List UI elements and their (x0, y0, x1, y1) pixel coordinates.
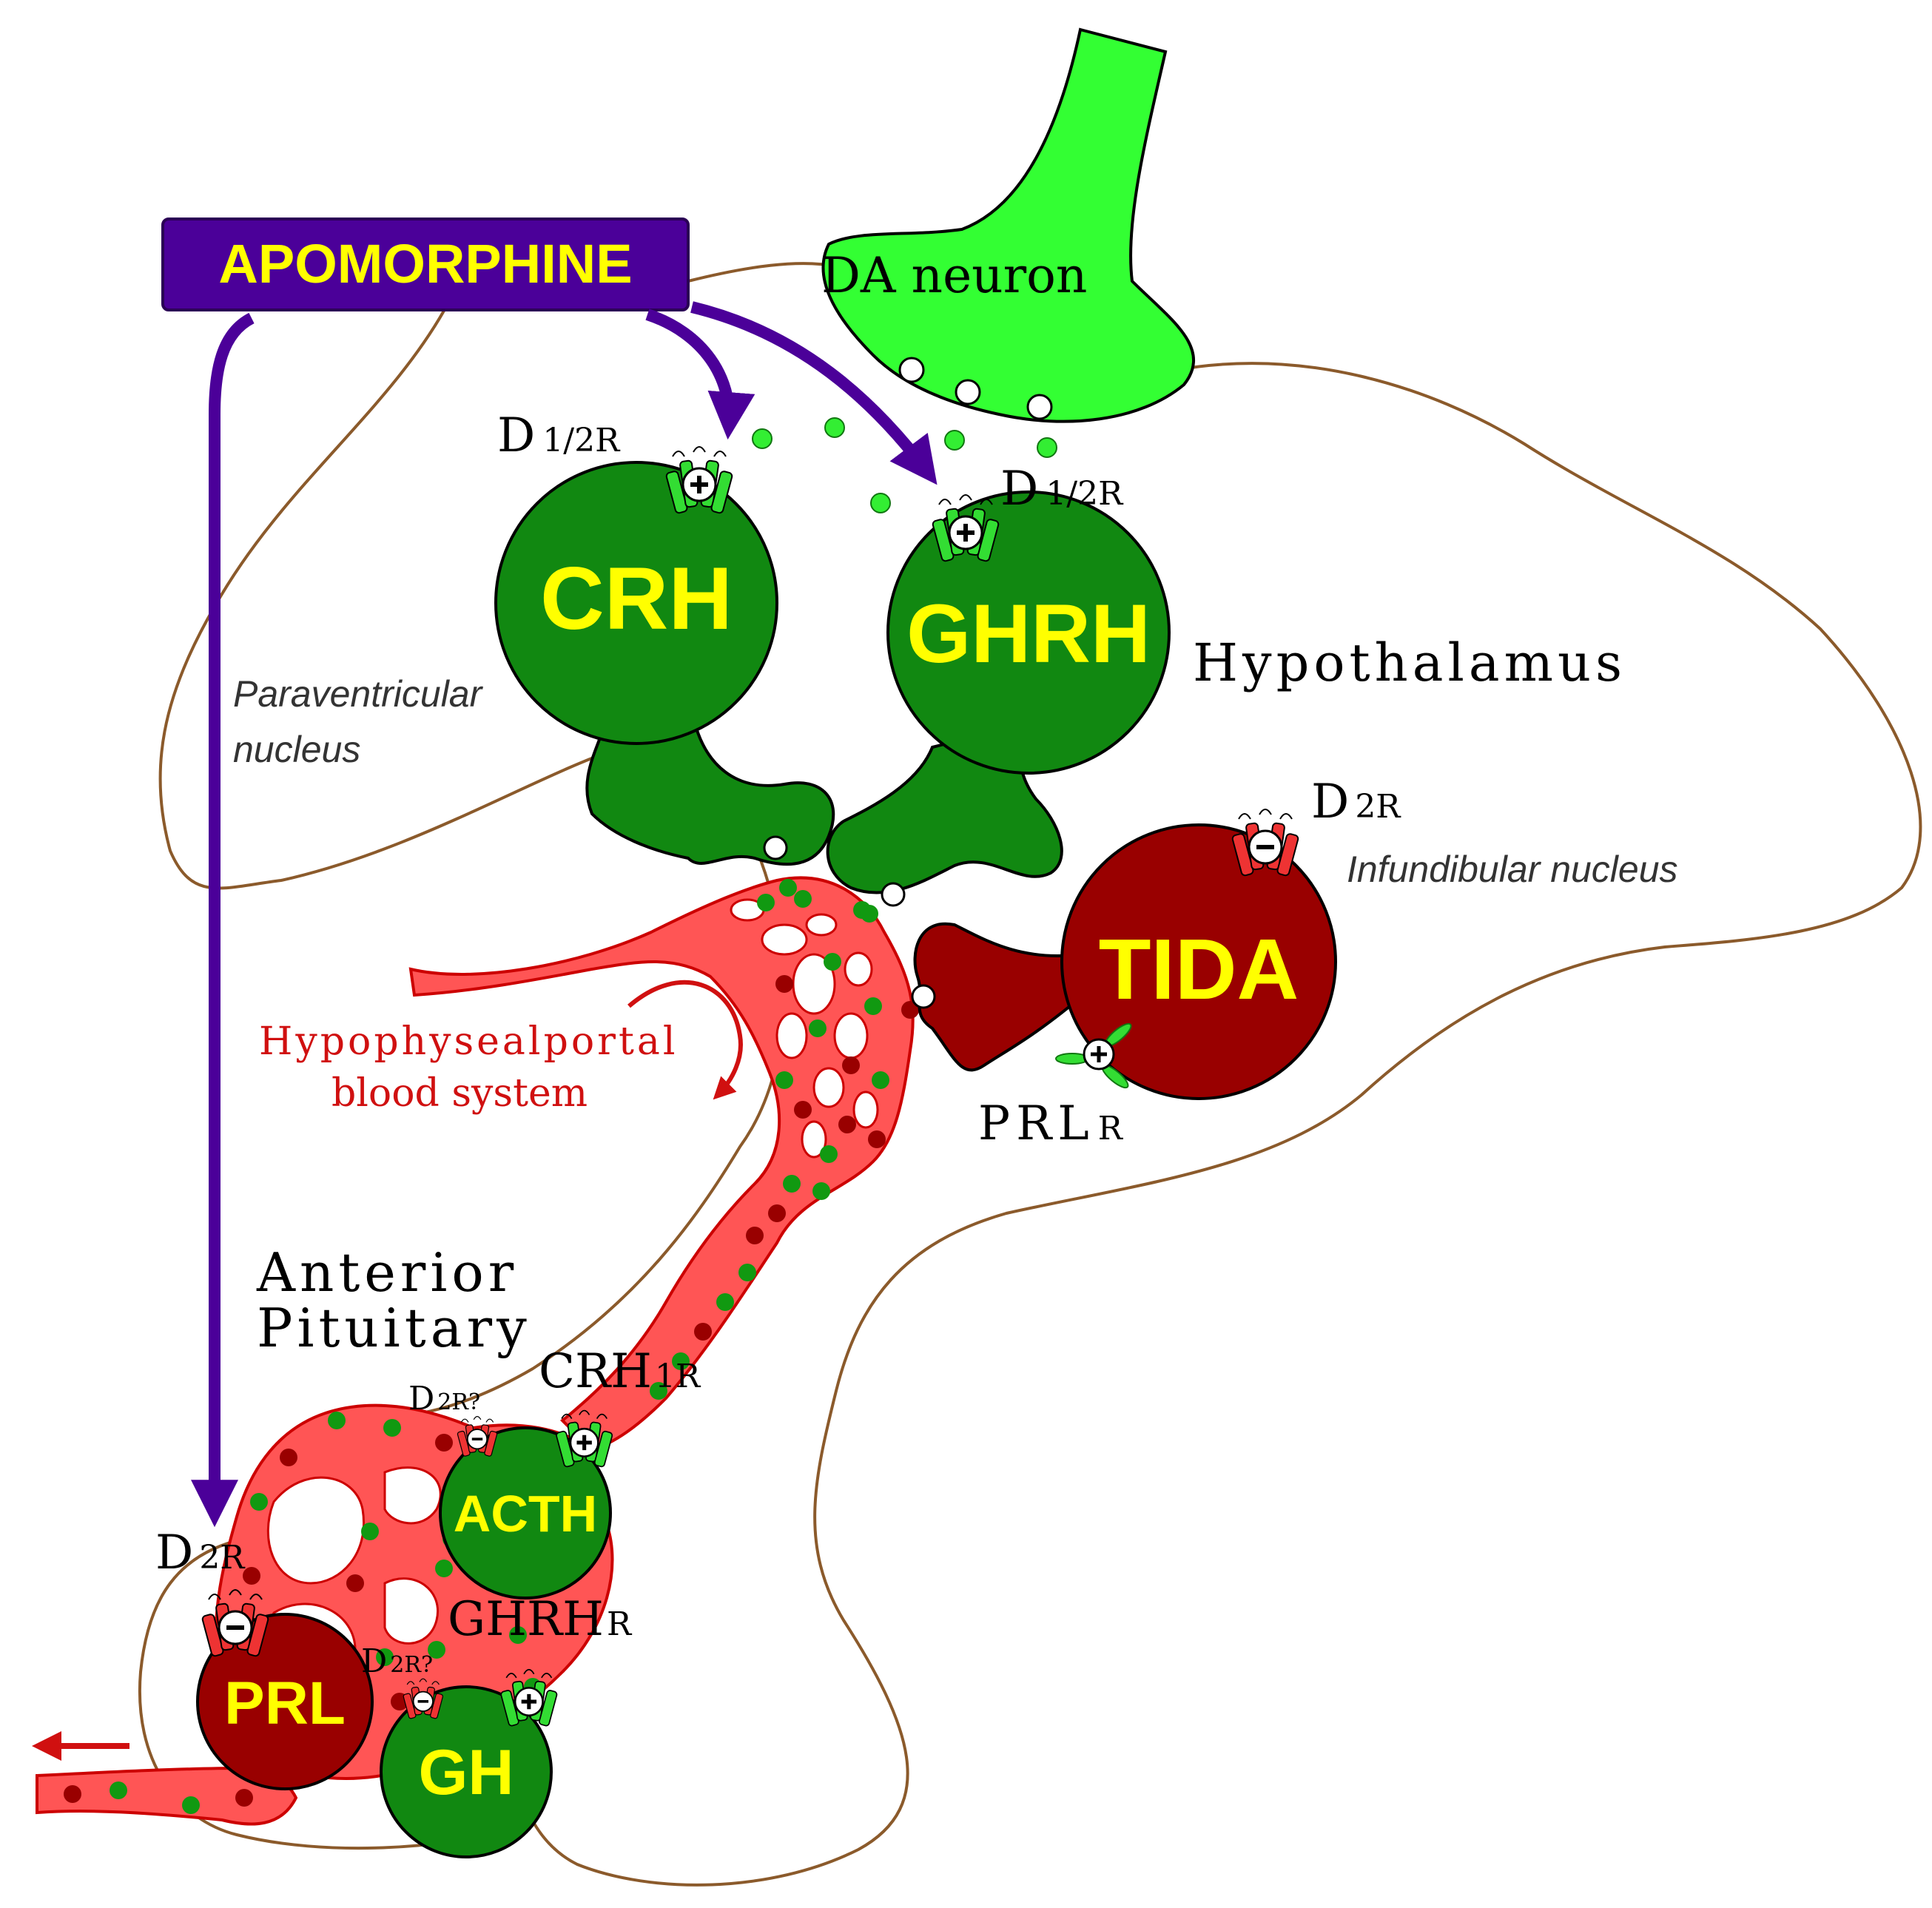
acth-label: ACTH (454, 1485, 597, 1543)
prl-cell (196, 1613, 374, 1790)
arrow-to-prl-receptor (191, 312, 255, 1528)
paraventricular-label-line2: nucleus (233, 729, 360, 770)
dopamine-dots (752, 417, 1057, 513)
acth-cell (439, 1426, 612, 1599)
da-terminal-vesicle (898, 357, 925, 383)
outflow-vessel-dots (64, 1781, 253, 1814)
portal-vessel-holes (730, 898, 879, 1159)
da-terminal-vesicle (1026, 394, 1053, 420)
anterior-label-line1: Anterior (256, 1241, 518, 1304)
da-terminal-vesicle (955, 379, 981, 405)
apomorphine-label: APOMORPHINE (218, 233, 632, 294)
prl-receptor-tida-label: PRLR (978, 1096, 1128, 1151)
crh-terminal-vesicle (763, 835, 788, 860)
da-neuron-body (821, 27, 1195, 423)
crh1-receptor-acth-label: CRH1R (539, 1344, 701, 1399)
tida-terminal-vesicle (911, 984, 936, 1009)
tida-neuron-body (1060, 823, 1337, 1100)
ghrh-receptor-gh-label: GHRHR (448, 1592, 633, 1647)
portal-label-line1: Hypophysealportal (259, 1019, 679, 1064)
hypothalamus-outline (138, 362, 1922, 1887)
arrow-to-crh-receptor (645, 309, 755, 440)
gh-label: GH (419, 1737, 514, 1808)
infundibular-label: Infundibular nucleus (1347, 849, 1678, 890)
arrow-to-ghrh-receptor (690, 301, 938, 485)
portal-flow-arrow (627, 980, 743, 1100)
apomorphine-box (161, 218, 690, 311)
crh-label: CRH (540, 549, 733, 648)
crh-neuron-body (494, 461, 778, 745)
portal-vessel-dots-upper (650, 879, 919, 1400)
portal-label-line2: blood system (331, 1071, 588, 1116)
da-neuron-label: DA neuron (821, 247, 1087, 304)
gh-cell (380, 1685, 553, 1858)
paraventricular-label-line1: Paraventricular (233, 673, 484, 715)
crh-neuron-axon (585, 708, 835, 866)
ghrh-label: GHRH (906, 587, 1151, 680)
ghrh-neuron-body (886, 491, 1171, 775)
anterior-label-line2: Pituitary (257, 1297, 531, 1359)
prl-receptor-tida (1055, 1022, 1132, 1089)
upper-outline (687, 262, 837, 283)
outflow-vessel (36, 1766, 298, 1826)
prl-label: PRL (224, 1670, 346, 1737)
ghrh-terminal-vesicle (881, 882, 906, 907)
hypothalamus-label: Hypothalamus (1193, 633, 1626, 693)
tida-label: TIDA (1099, 921, 1299, 1017)
